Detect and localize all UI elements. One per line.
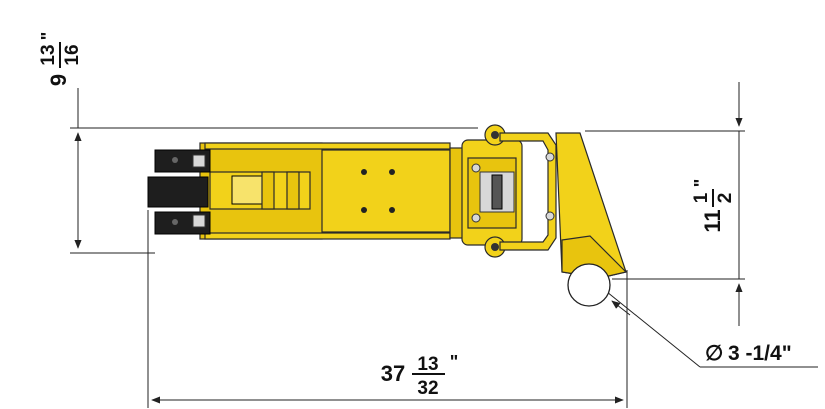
svg-text:1: 1: [691, 192, 712, 203]
svg-text:3 -1/4": 3 -1/4": [728, 342, 792, 365]
svg-text:∅: ∅: [705, 342, 723, 365]
svg-text:13: 13: [417, 354, 438, 375]
svg-text:": ": [38, 32, 58, 41]
svg-text:37: 37: [381, 361, 405, 386]
svg-text:13: 13: [38, 44, 59, 65]
pallet-jack-top-view: [147, 124, 628, 307]
svg-text:2: 2: [715, 193, 736, 204]
width-dimension-label: 11 1 2 ": [691, 179, 736, 233]
diameter-dimension-label: ∅ 3 -1/4": [705, 342, 792, 365]
dimension-lines: [70, 82, 818, 408]
svg-text:9: 9: [46, 74, 71, 86]
svg-text:11: 11: [700, 209, 725, 232]
svg-text:": ": [691, 179, 711, 188]
svg-text:16: 16: [62, 44, 83, 65]
length-dimension-label: 37 13 32 ": [381, 352, 459, 399]
svg-text:": ": [450, 352, 459, 372]
svg-text:32: 32: [417, 378, 438, 399]
height-dimension-label: 9 13 16 ": [38, 32, 83, 86]
